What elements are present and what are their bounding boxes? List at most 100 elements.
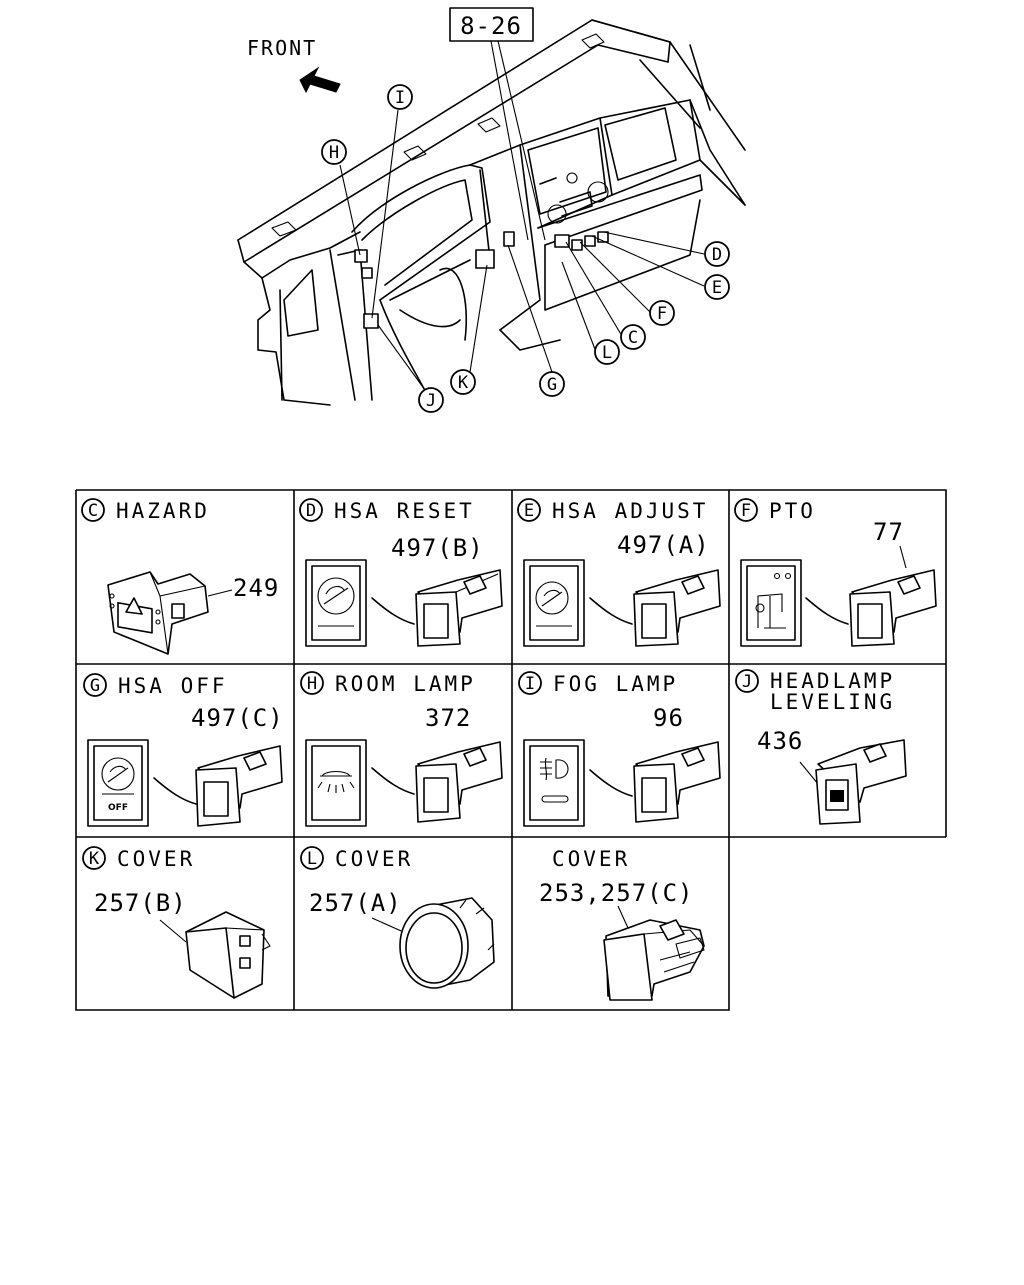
headlamp-leveling-switch-icon [815,739,907,825]
part-name-headlamp: HEADLAMP [770,669,895,693]
off-badge: OFF [108,803,128,813]
part-cell-hsa-reset[interactable]: D HSA RESET 497(B) [299,498,503,647]
pointer-arrow-icon [589,769,633,797]
part-letter-k [82,846,106,870]
svg-text:J: J [426,391,436,411]
pto-face-icon [740,559,802,647]
hsa-off-switch-icon [195,745,283,827]
pointer-arrow-icon [589,597,633,625]
svg-text:E: E [712,278,722,298]
part-number-497b: 497(B) [391,534,484,562]
part-leader [159,919,187,943]
part-letter-h [300,671,324,695]
svg-text:L: L [602,343,612,363]
callout-d[interactable]: D [704,241,730,267]
svg-text:G: G [547,375,557,395]
pointer-arrow-icon [371,767,415,795]
room-lamp-face-icon [305,739,367,827]
reference-box-label: 8-26 [460,12,522,40]
part-name-pto: PTO [769,499,816,523]
part-cell-headlamp-leveling[interactable]: J HEADLAMP LEVELING 436 [735,669,907,825]
svg-text:H: H [329,143,339,163]
fog-lamp-face-icon [523,739,585,827]
room-lamp-switch-icon [415,741,503,823]
callout-c[interactable]: C [620,324,646,350]
part-name-cover-l: COVER [335,847,413,871]
svg-text:G: G [90,676,100,696]
callout-k[interactable]: K [450,369,476,395]
front-arrow-icon [299,66,341,94]
hazard-switch-icon [107,571,233,655]
callout-g[interactable]: G [539,371,565,397]
svg-text:C: C [88,501,98,521]
part-number-257b: 257(B) [94,889,187,917]
part-cell-hsa-off[interactable]: G HSA OFF 497(C) OFF [83,673,284,827]
part-cell-cover-k[interactable]: K COVER 257(B) [82,846,271,999]
svg-text:J: J [742,672,752,692]
cover-k-icon [185,911,271,999]
pointer-arrow-icon [371,597,415,625]
hsa-adjust-face-icon [523,559,585,647]
part-number-253-257c: 253,257(C) [539,879,694,907]
svg-text:K: K [89,849,100,869]
part-name-room-lamp: ROOM LAMP [335,672,476,696]
part-cell-pto[interactable]: F PTO 77 [734,498,937,647]
svg-text:L: L [307,849,317,869]
part-leader [617,905,629,929]
svg-text:D: D [712,245,722,265]
callout-e[interactable]: E [704,274,730,300]
part-letter-d [299,498,323,522]
part-name-hsa-reset: HSA RESET [334,499,475,523]
part-cell-cover-l[interactable]: L COVER 257(A) [300,846,495,989]
part-cell-hazard[interactable]: C HAZARD 249 [81,498,279,655]
svg-text:C: C [628,328,638,348]
part-letter-e [517,498,541,522]
part-number-436: 436 [757,727,803,755]
part-cell-hsa-adjust[interactable]: E HSA ADJUST 497(A) [517,498,721,647]
hsa-off-face-icon: OFF [87,739,149,827]
part-cell-cover-m[interactable]: COVER 253,257(C) [539,847,705,1001]
part-letter-l [300,846,324,870]
part-name-fog-lamp: FOG LAMP [553,672,678,696]
hsa-reset-switch-icon [415,569,503,647]
svg-text:H: H [307,674,317,694]
cover-m-icon [603,919,705,1001]
part-cell-fog-lamp[interactable]: I FOG LAMP 96 [518,671,721,827]
part-letter-c [81,498,105,522]
part-name-leveling: LEVELING [770,690,895,714]
part-name-hazard: HAZARD [116,499,210,523]
part-name-hsa-adjust: HSA ADJUST [552,499,708,523]
part-letter-f [734,498,758,522]
pointer-arrow-icon [805,597,849,625]
svg-text:F: F [741,501,751,521]
svg-text:I: I [395,88,405,108]
callout-i[interactable]: I [387,84,413,110]
part-number-497c: 497(C) [191,704,284,732]
part-number-96: 96 [653,704,684,732]
callout-h[interactable]: H [321,139,347,165]
callout-j[interactable]: J [418,387,444,413]
parts-grid [75,489,947,1011]
callout-leaders [339,40,705,391]
part-number-497a: 497(A) [617,531,710,559]
part-leader [799,761,819,785]
front-label: FRONT [247,36,317,60]
reference-box[interactable] [449,7,534,42]
pto-switch-icon [849,569,937,647]
callout-l[interactable]: L [594,339,620,365]
hsa-reset-face-icon [305,559,367,647]
svg-text:I: I [525,674,535,694]
pointer-arrow-icon [153,777,197,805]
cover-l-icon [399,897,495,989]
part-number-372: 372 [425,704,471,732]
hsa-adjust-switch-icon [633,569,721,647]
part-cell-room-lamp[interactable]: H ROOM LAMP 372 [300,671,503,827]
callout-f[interactable]: F [649,300,675,326]
svg-text:K: K [458,373,469,393]
part-letter-j [735,669,759,693]
part-leader [899,545,907,569]
part-name-hsa-off: HSA OFF [118,674,228,698]
fog-lamp-switch-icon [633,741,721,823]
